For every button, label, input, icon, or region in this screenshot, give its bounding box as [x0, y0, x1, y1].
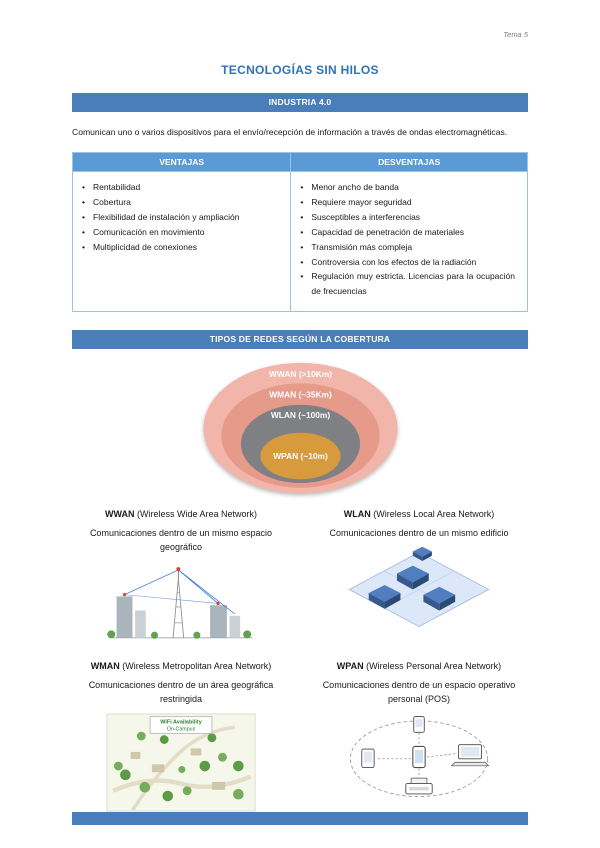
network-types-grid: WWAN (Wireless Wide Area Network) Comuni… — [72, 509, 528, 812]
section-wpan-abbr: WPAN — [336, 661, 364, 672]
wlan-image — [310, 547, 528, 631]
section-wwan-abbr: WWAN — [104, 509, 135, 520]
page-header-note: Tema 5 — [503, 30, 528, 39]
list-item: Cobertura — [77, 195, 282, 210]
tipos-redes-banner: TIPOS DE REDES SEGÚN LA COBERTURA — [72, 330, 528, 350]
section-wwan-name: (Wireless Wide Area Network) — [134, 509, 258, 520]
section-wman-abbr: WMAN — [90, 661, 120, 672]
tree-icon — [107, 630, 252, 639]
pda-icon — [361, 748, 375, 768]
section-wman-desc: Comunicaciones dentro de un área geográf… — [88, 680, 274, 704]
wpan-ring-label: WPAN (~10m) — [273, 451, 328, 461]
room-block-icon — [412, 547, 432, 562]
wwan-illustration — [107, 567, 253, 639]
desventajas-cell: Menor ancho de banda Requiere mayor segu… — [290, 171, 528, 313]
wpan-image — [310, 713, 528, 801]
list-item: Comunicación en movimiento — [77, 225, 282, 240]
intro-paragraph: Comunican uno o varios dispositivos para… — [72, 127, 508, 137]
room-block-icon — [396, 565, 429, 590]
list-item: Requiere mayor seguridad — [295, 195, 519, 210]
section-wwan-title: WWAN (Wireless Wide Area Network) — [72, 509, 290, 519]
ventajas-header: VENTAJAS — [71, 152, 292, 173]
next-section-banner — [72, 812, 528, 825]
campus-building-icon — [130, 748, 226, 790]
wlan-illustration — [348, 547, 490, 628]
wlan-ring-label: WLAN (~100m) — [270, 410, 330, 420]
section-wpan-title: WPAN (Wireless Personal Area Network) — [310, 661, 528, 671]
section-wpan-name: (Wireless Personal Area Network) — [363, 661, 502, 672]
desventajas-header: DESVENTAJAS — [290, 152, 528, 173]
list-item: Capacidad de penetración de materiales — [295, 225, 519, 240]
coverage-rings-diagram: WWAN (>10Km) WMAN (~35Km) WLAN (~100m) W… — [72, 359, 528, 499]
list-item: Controversia con los efectos de la radia… — [295, 255, 519, 270]
wwan-ring-label: WWAN (>10Km) — [268, 369, 331, 379]
ventajas-cell: Rentabilidad Cobertura Flexibilidad de i… — [71, 171, 292, 313]
list-item: Multiplicidad de conexiones — [77, 240, 282, 255]
ventajas-list: Rentabilidad Cobertura Flexibilidad de i… — [77, 180, 282, 254]
section-wlan-title: WLAN (Wireless Local Area Network) — [310, 509, 528, 519]
printer-icon — [405, 777, 433, 795]
smartphone-icon — [412, 745, 426, 769]
antenna-node-dots — [122, 567, 220, 606]
section-wman: WMAN (Wireless Metropolitan Area Network… — [72, 661, 290, 812]
section-wwan-desc: Comunicaciones dentro de un mismo espaci… — [89, 528, 273, 553]
list-item: Regulación muy estricta. Licencias para … — [295, 269, 519, 299]
coverage-rings: WWAN (>10Km) WMAN (~35Km) WLAN (~100m) W… — [203, 363, 397, 494]
section-wlan-name: (Wireless Local Area Network) — [370, 509, 495, 520]
map-legend-title: WiFi Availability — [160, 720, 202, 726]
map-legend: WiFi Availability On-Campus — [149, 716, 213, 734]
list-item: Transmisión más compleja — [295, 240, 519, 255]
wpan-illustration — [349, 716, 490, 797]
tree-icon — [113, 731, 244, 802]
radio-link-lines — [124, 569, 236, 615]
list-item: Menor ancho de banda — [295, 180, 519, 195]
map-legend-subtitle: On-Campus — [167, 726, 196, 732]
mobile-phone-icon — [413, 716, 425, 733]
section-wman-name: (Wireless Metropolitan Area Network) — [119, 661, 272, 672]
wpan-ring — [259, 432, 341, 480]
section-wlan: WLAN (Wireless Local Area Network) Comun… — [310, 509, 528, 645]
wman-image: WiFi Availability On-Campus — [72, 713, 290, 812]
list-item: Rentabilidad — [77, 180, 282, 195]
wman-ring-label: WMAN (~35Km) — [269, 389, 332, 399]
section-wwan: WWAN (Wireless Wide Area Network) Comuni… — [72, 509, 290, 645]
wman-campus-map: WiFi Availability On-Campus — [106, 713, 256, 812]
room-block-icon — [368, 585, 401, 609]
building-icon — [116, 596, 241, 638]
industria-banner: INDUSTRIA 4.0 — [72, 93, 528, 112]
list-item: Flexibilidad de instalación y ampliación — [77, 210, 282, 225]
section-wlan-desc: Comunicaciones dentro de un mismo edific… — [329, 528, 509, 539]
section-wpan-desc: Comunicaciones dentro de un espacio oper… — [322, 680, 516, 704]
page-title: TECNOLOGÍAS SIN HILOS — [221, 63, 379, 77]
cell-tower-icon — [172, 569, 185, 638]
section-wpan: WPAN (Wireless Personal Area Network) Co… — [310, 661, 528, 812]
room-block-icon — [423, 586, 456, 611]
desventajas-list: Menor ancho de banda Requiere mayor segu… — [295, 180, 519, 299]
ventajas-desventajas-table: VENTAJAS DESVENTAJAS Rentabilidad Cobert… — [71, 152, 528, 313]
wwan-image — [72, 561, 290, 645]
list-item: Susceptibles a interferencias — [295, 210, 519, 225]
laptop-icon — [450, 744, 490, 767]
section-wman-title: WMAN (Wireless Metropolitan Area Network… — [72, 661, 290, 671]
section-wlan-abbr: WLAN — [343, 509, 371, 520]
